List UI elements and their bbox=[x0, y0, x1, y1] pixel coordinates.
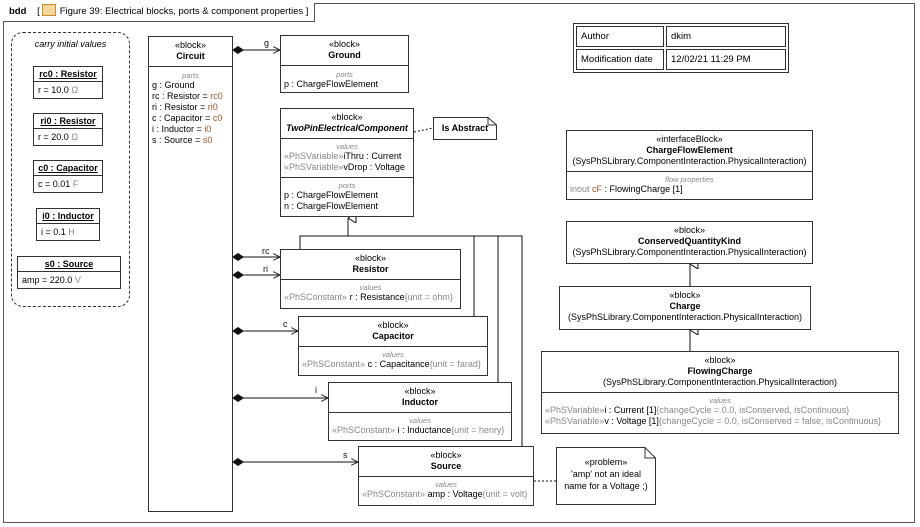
instance-name: i0 : Inductor bbox=[37, 209, 99, 224]
block-circuit[interactable]: «block» Circuit parts g : Ground rc : Re… bbox=[148, 36, 233, 512]
block-capacitor[interactable]: «block» Capacitor values «PhSConstant» c… bbox=[298, 316, 488, 376]
instance-rc0[interactable]: rc0 : Resistor r = 10.0 Ω bbox=[33, 66, 103, 99]
initial-values-group: carry initial values bbox=[11, 32, 130, 307]
instance-ri0[interactable]: ri0 : Resistor r = 20.0 Ω bbox=[33, 113, 103, 146]
part-i: i : Inductor = i0 bbox=[152, 124, 212, 134]
value-v: «PhSVariable»v : Voltage [1]{changeCycle… bbox=[545, 416, 882, 426]
diagram-frame bbox=[3, 3, 915, 523]
note-line-2: name for a Voltage ;) bbox=[564, 481, 648, 491]
values-compartment: values «PhSVariable»iThru : Current «PhS… bbox=[281, 138, 413, 173]
part-g: g : Ground bbox=[152, 80, 195, 90]
part-ri: ri : Resistor = ri0 bbox=[152, 102, 218, 112]
instance-c0[interactable]: c0 : Capacitor c = 0.01 F bbox=[33, 160, 103, 193]
group-title: carry initial values bbox=[34, 39, 107, 49]
block-two-pin-electrical-component[interactable]: «block» TwoPinElectricalComponent values… bbox=[280, 108, 414, 217]
instance-s0[interactable]: s0 : Source amp = 220.0 V bbox=[17, 256, 121, 289]
port-n: n : ChargeFlowElement bbox=[284, 201, 379, 211]
label-i: i bbox=[315, 385, 317, 395]
port-p: p : ChargeFlowElement bbox=[284, 79, 379, 89]
instance-name: rc0 : Resistor bbox=[34, 67, 102, 82]
value-i: «PhSVariable»i : Current [1]{changeCycle… bbox=[545, 405, 850, 415]
date-label: Modification date bbox=[576, 49, 664, 70]
label-ri: ri bbox=[263, 264, 268, 274]
label-rc: rc bbox=[262, 246, 270, 256]
value-vdrop: «PhSVariable»vDrop : Voltage bbox=[284, 162, 405, 172]
block-qualifier: (SysPhSLibrary.ComponentInteraction.Phys… bbox=[568, 312, 802, 322]
note-is-abstract[interactable]: Is Abstract bbox=[433, 117, 497, 140]
block-name: Ground bbox=[328, 50, 361, 60]
block-name: ChargeFlowElement bbox=[646, 145, 733, 155]
instance-i0[interactable]: i0 : Inductor i = 0.1 H bbox=[36, 208, 100, 241]
instance-name: s0 : Source bbox=[18, 257, 120, 272]
block-name: Resistor bbox=[352, 264, 389, 274]
author-label: Author bbox=[576, 26, 664, 47]
block-qualifier: (SysPhSLibrary.ComponentInteraction.Phys… bbox=[572, 156, 807, 166]
note-problem[interactable]: «problem» 'amp' not an ideal name for a … bbox=[556, 447, 656, 505]
diagram-header[interactable]: bdd [Figure 39: Electrical blocks, ports… bbox=[3, 3, 316, 22]
label-s: s bbox=[343, 450, 348, 460]
value-i: «PhSConstant» i : Inductance{unit = henr… bbox=[332, 425, 505, 435]
port-p: p : ChargeFlowElement bbox=[284, 190, 379, 200]
note-anchor-abstract bbox=[413, 127, 434, 133]
block-resistor[interactable]: «block» Resistor values «PhSConstant» r … bbox=[280, 249, 461, 309]
note-line-1: 'amp' not an ideal bbox=[571, 469, 641, 479]
block-ground[interactable]: «block» Ground ports p : ChargeFlowEleme… bbox=[280, 35, 409, 93]
author-value: dkim bbox=[666, 26, 786, 47]
diagram-kind: bdd bbox=[9, 6, 27, 17]
block-qualifier: (SysPhSLibrary.ComponentInteraction.Phys… bbox=[603, 377, 837, 387]
block-name: ConservedQuantityKind bbox=[637, 236, 741, 246]
block-source[interactable]: «block» Source values «PhSConstant» amp … bbox=[358, 446, 534, 506]
block-inductor[interactable]: «block» Inductor values «PhSConstant» i … bbox=[328, 382, 512, 441]
part-rc: rc : Resistor = rc0 bbox=[152, 91, 223, 101]
block-name: FlowingCharge bbox=[687, 366, 753, 376]
label-c: c bbox=[283, 319, 288, 329]
note-stereotype: «problem» bbox=[584, 457, 628, 467]
value-r: «PhSConstant» r : Resistance{unit = ohm} bbox=[284, 292, 453, 302]
block-diagram-icon bbox=[41, 4, 56, 16]
block-name: Capacitor bbox=[372, 331, 414, 341]
note-shape bbox=[556, 447, 656, 505]
gen-resistor bbox=[299, 235, 348, 249]
instance-name: c0 : Capacitor bbox=[34, 161, 102, 176]
date-value: 12/02/21 11:29 PM bbox=[666, 49, 786, 70]
diagram-title: Figure 39: Electrical blocks, ports & co… bbox=[59, 6, 304, 17]
block-charge[interactable]: «block» Charge (SysPhSLibrary.ComponentI… bbox=[559, 286, 811, 330]
block-name: Source bbox=[430, 461, 462, 471]
gen-source bbox=[498, 235, 523, 446]
ports-compartment: ports p : ChargeFlowElement n : ChargeFl… bbox=[281, 177, 413, 212]
block-name: Charge bbox=[669, 301, 701, 311]
parts-compartment: parts g : Ground rc : Resistor = rc0 ri … bbox=[149, 66, 232, 146]
block-name: Inductor bbox=[402, 397, 438, 407]
block-flowing-charge[interactable]: «block» FlowingCharge (SysPhSLibrary.Com… bbox=[541, 351, 899, 434]
value-c: «PhSConstant» c : Capacitance{unit = far… bbox=[302, 359, 481, 369]
part-c: c : Capacitor = c0 bbox=[152, 113, 223, 123]
part-s: s : Source = s0 bbox=[152, 135, 213, 145]
block-name: Circuit bbox=[176, 51, 205, 61]
instance-name: ri0 : Resistor bbox=[34, 114, 102, 129]
interface-block-charge-flow-element[interactable]: «interfaceBlock» ChargeFlowElement (SysP… bbox=[566, 130, 813, 200]
block-conserved-quantity-kind[interactable]: «block» ConservedQuantityKind (SysPhSLib… bbox=[566, 221, 813, 264]
label-g: g bbox=[264, 38, 269, 48]
flow-property-cf: inout cF : FlowingCharge [1] bbox=[570, 184, 683, 194]
note-shape bbox=[433, 117, 497, 140]
value-ithru: «PhSVariable»iThru : Current bbox=[284, 151, 402, 161]
block-qualifier: (SysPhSLibrary.ComponentInteraction.Phys… bbox=[572, 247, 807, 257]
note-text: Is Abstract bbox=[441, 123, 489, 133]
block-name: TwoPinElectricalComponent bbox=[286, 123, 408, 133]
value-amp: «PhSConstant» amp : Voltage(unit = volt) bbox=[362, 489, 528, 499]
